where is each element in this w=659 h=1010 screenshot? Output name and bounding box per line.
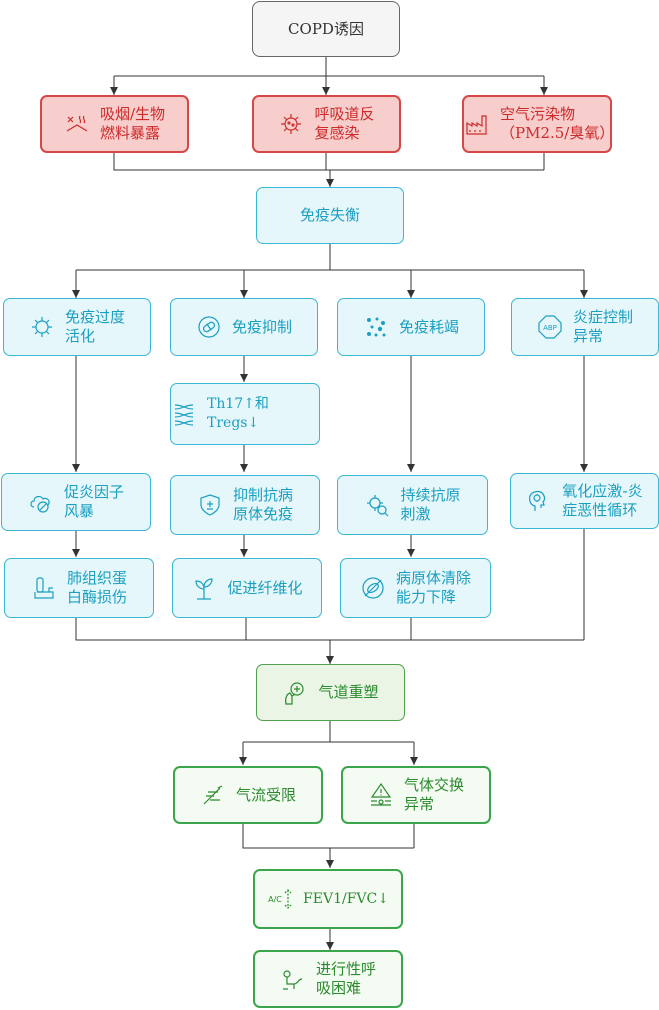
node-label: 持续抗原 刺激 (400, 486, 461, 523)
node-label: 免疫抑制 (231, 317, 292, 336)
virus-icon (29, 314, 55, 340)
node-oxidative: 氧化应激-炎 症恶性循环 (510, 473, 659, 529)
head-cycle-icon (526, 488, 552, 514)
node-label: 气道重塑 (318, 683, 379, 701)
edge-bottom-merge (75, 528, 585, 641)
lungs-icon (282, 680, 308, 706)
virus-icon (278, 111, 304, 137)
node-copd-trigger: COPD诱因 (252, 1, 400, 57)
node-fev1: A/C FEV1/FVC↓ (253, 869, 403, 929)
factory-icon (464, 111, 490, 137)
svg-text:A/C: A/C (268, 895, 282, 904)
warning-icon (368, 782, 394, 808)
node-label: 进行性呼 吸困难 (315, 960, 376, 997)
node-th17: Th17↑和Tregs↓ (170, 383, 320, 445)
sprout-icon (191, 575, 217, 601)
node-clearance: 病原体清除 能力下降 (340, 558, 491, 618)
node-label: 气体交换 异常 (403, 776, 464, 813)
node-label: 免疫耗竭 (398, 317, 459, 336)
edge-root-bus (114, 56, 544, 77)
node-label: COPD诱因 (288, 19, 364, 38)
node-fibrosis: 促进纤维化 (172, 558, 322, 618)
node-exhaustion: 免疫耗竭 (337, 298, 485, 356)
edge-outcomes-merge (242, 823, 415, 849)
svg-text:ABP: ABP (543, 324, 557, 332)
node-label: 促进纤维化 (227, 578, 303, 597)
cloud-ban-icon (28, 489, 54, 515)
edge-remodeling-bus (243, 720, 414, 743)
node-label: 炎症控制 异常 (572, 308, 633, 345)
node-label: FEV1/FVC↓ (303, 890, 389, 907)
abp-icon: ABP (537, 314, 563, 340)
node-label: 吸烟/生物 燃料暴露 (99, 105, 166, 142)
node-label: 气流受限 (235, 785, 296, 804)
smoke-icon (64, 111, 90, 137)
edge-triggers-merge (113, 152, 545, 171)
node-lung-damage: 肺组织蛋 白酶损伤 (4, 558, 154, 618)
node-label: 免疫过度 活化 (64, 308, 125, 345)
node-label: 抑制抗病 原体免疫 (232, 486, 293, 523)
node-over-activation: 免疫过度 活化 (3, 298, 151, 356)
node-label: 空气污染物 （PM2.5/臭氧） (500, 105, 615, 142)
node-label: 促炎因子 风暴 (63, 483, 124, 520)
node-smoking: 吸烟/生物 燃料暴露 (40, 95, 189, 153)
bacteria-icon (363, 314, 389, 340)
node-dyspnea: 进行性呼 吸困难 (253, 950, 403, 1008)
node-airflow: 气流受限 (173, 766, 323, 824)
node-label: Th17↑和Tregs↓ (207, 396, 269, 431)
edge-imbalance-bus (76, 243, 584, 271)
node-pollution: 空气污染物 （PM2.5/臭氧） (462, 95, 615, 153)
node-remodeling: 气道重塑 (256, 664, 405, 721)
pill-icon (196, 314, 222, 340)
person-icon (280, 966, 306, 992)
no-germ-icon (360, 575, 386, 601)
node-gas-exchange: 气体交换 异常 (341, 766, 491, 824)
shield-icon (197, 492, 223, 518)
node-label: 呼吸道反 复感染 (314, 105, 375, 142)
node-label: 氧化应激-炎 症恶性循环 (562, 482, 643, 519)
node-cytokine: 促炎因子 风暴 (1, 473, 151, 531)
ac-icon: A/C (267, 886, 293, 912)
dna-icon (171, 401, 197, 427)
node-label: 肺组织蛋 白酶损伤 (66, 569, 127, 606)
node-inflammation-ctrl: ABP 炎症控制 异常 (511, 298, 659, 356)
inhaler-icon (31, 575, 57, 601)
search-bacteria-icon (364, 492, 390, 518)
node-suppression: 免疫抑制 (170, 298, 318, 356)
node-infection: 呼吸道反 复感染 (252, 95, 401, 153)
airflow-icon (200, 782, 226, 808)
node-label: 病原体清除 能力下降 (395, 569, 471, 606)
node-label: 免疫失衡 (299, 206, 360, 224)
node-immune-imbalance: 免疫失衡 (256, 187, 404, 244)
node-suppress-pathogen: 抑制抗病 原体免疫 (170, 475, 320, 535)
node-persistent: 持续抗原 刺激 (337, 475, 488, 535)
